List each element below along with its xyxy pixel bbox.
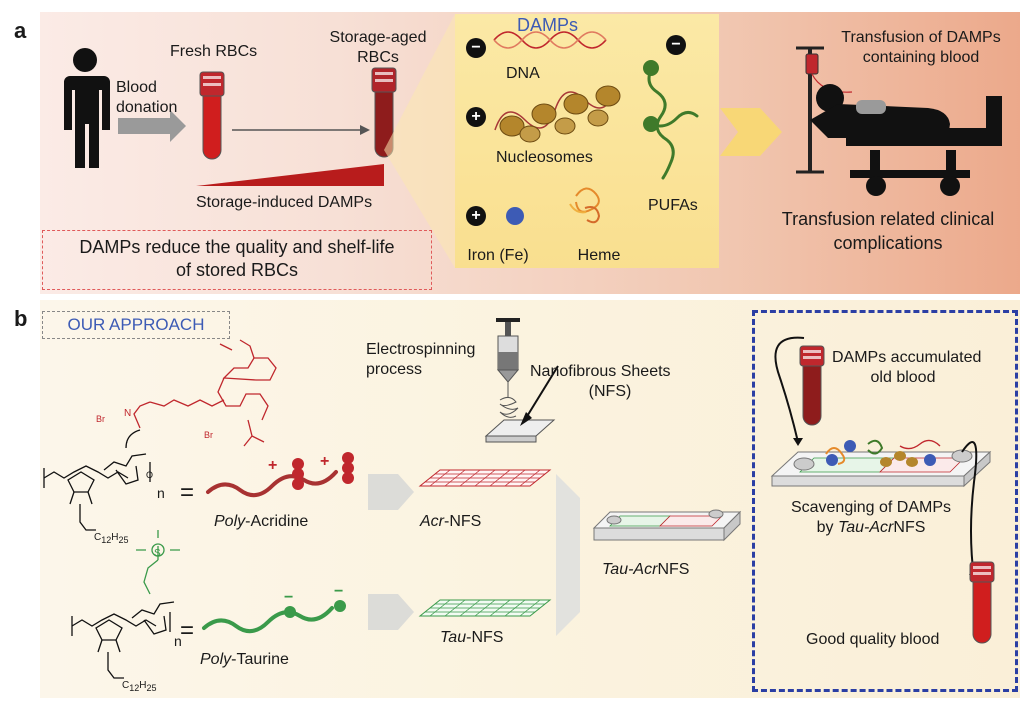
heme-icon	[569, 187, 601, 224]
old-blood-tube-icon	[799, 345, 825, 426]
electrospinning-line1: Electrospinning	[366, 341, 476, 358]
storage-gradient-wedge	[196, 164, 384, 186]
our-approach-label: OUR APPROACH	[67, 315, 205, 334]
nucleosome-icon	[494, 85, 621, 143]
damps-box	[455, 14, 719, 268]
damps-quality-line2: of stored RBCs	[175, 260, 299, 280]
taurine-minus-2: −	[334, 583, 344, 600]
damps-accumulated-line2: old blood	[870, 369, 936, 386]
complications-line1: Transfusion related clinical	[781, 209, 995, 229]
scavenging-line1: Scavenging of DAMPs	[790, 499, 952, 516]
taurine-polymer-structure	[71, 601, 175, 679]
taurine-group-structure	[136, 530, 180, 595]
n-subscript-2: n	[174, 633, 182, 649]
acr-nfs-label: Acr-NFS	[420, 513, 482, 530]
acridine-group-structure	[133, 339, 277, 447]
chem-o: O	[146, 470, 154, 480]
poly-acridine-label: Poly-Acridine	[214, 513, 309, 530]
iron-icon	[506, 207, 524, 225]
damps-quality-line1: DAMPs reduce the quality and shelf-life	[79, 237, 395, 257]
chem-n: N	[124, 408, 132, 419]
iron-label: Iron (Fe)	[467, 247, 529, 264]
charge-label-3: +	[471, 207, 481, 224]
equals-sign-2: =	[180, 617, 195, 644]
chem-c12h25-2: C12H25	[122, 680, 157, 693]
nucleosomes-label: Nucleosomes	[496, 149, 593, 166]
panel-letter-a: a	[14, 18, 27, 43]
poly-taurine-label: Poly-Taurine	[200, 651, 289, 668]
electrospinning-syringe-icon	[484, 318, 556, 443]
chem-br1: Br	[96, 414, 105, 424]
transfusion-of-line2: containing blood	[862, 49, 980, 66]
zoom-projection	[384, 14, 455, 268]
taurine-minus-1: −	[284, 589, 294, 606]
equals-sign-1: =	[180, 479, 195, 506]
tau-nfs-sheet-icon	[418, 599, 552, 617]
pufa-head-icon	[643, 116, 659, 132]
storage-aged-line1: Storage-aged	[329, 29, 427, 46]
acr-nfs-sheet-icon	[418, 469, 552, 487]
plus-charge-icon	[466, 107, 486, 127]
acridine-plus-1: +	[268, 457, 278, 474]
n-subscript-1: n	[157, 485, 165, 501]
nanofibrous-line2: (NFS)	[588, 383, 632, 400]
acridine-polymer-structure	[43, 429, 151, 531]
charge-label-2: +	[471, 108, 481, 125]
scavenging-box	[752, 310, 1018, 692]
storage-induced-label: Storage-induced DAMPs	[196, 194, 373, 211]
chem-so3: S	[154, 548, 161, 559]
blood-donation-line2: donation	[116, 99, 178, 116]
dna-icon	[493, 31, 607, 49]
transfusion-of-line1: Transfusion of DAMPs	[841, 29, 1001, 46]
tau-nfs-label: Tau-NFS	[440, 629, 504, 646]
charge-label-4: −	[671, 36, 681, 53]
pufa-head-icon	[643, 60, 659, 76]
damps-quality-box	[42, 230, 432, 290]
scavenging-line2: by Tau-AcrNFS	[816, 519, 926, 536]
good-blood-tube-icon	[969, 561, 995, 644]
storage-aged-line2: RBCs	[357, 49, 399, 66]
minus-charge-icon	[666, 35, 686, 55]
fresh-rbcs-label: Fresh RBCs	[170, 43, 258, 60]
damps-accumulated-line1: DAMPs accumulated	[832, 349, 982, 366]
electrospinning-line2: process	[366, 361, 423, 378]
blood-donation-line1: Blood	[116, 79, 157, 96]
heme-label: Heme	[577, 247, 621, 264]
charge-label-1: −	[471, 39, 481, 56]
panel-b	[40, 300, 1020, 698]
panel-letter-b: b	[14, 306, 28, 331]
dna-label: DNA	[506, 65, 540, 82]
pufa-icon	[647, 68, 699, 180]
our-approach-box	[42, 311, 230, 339]
damps-title: DAMPs	[517, 15, 579, 35]
acridine-plus-2: +	[320, 453, 330, 470]
fresh-rbc-tube-icon	[199, 71, 225, 160]
chem-c12h25-1: C12H25	[94, 532, 129, 545]
poly-taurine-chain	[202, 606, 334, 634]
plus-charge-icon	[466, 206, 486, 226]
pufas-label: PUFAs	[648, 197, 698, 214]
poly-acridine-chain	[206, 470, 338, 498]
nanofibrous-line1: Nanofibrous Sheets	[530, 363, 671, 380]
scavenging-device-icon	[770, 439, 992, 488]
taurine-bead-icon	[284, 600, 346, 618]
tau-acr-nfs-label: Tau-AcrNFS	[602, 561, 690, 578]
minus-charge-icon	[466, 38, 486, 58]
good-quality-label: Good quality blood	[806, 631, 940, 648]
tau-acr-nfs-device-icon	[592, 509, 742, 542]
acridine-bead-icon	[292, 452, 354, 490]
chem-br2: Br	[204, 430, 213, 440]
complications-line2: complications	[833, 233, 943, 253]
